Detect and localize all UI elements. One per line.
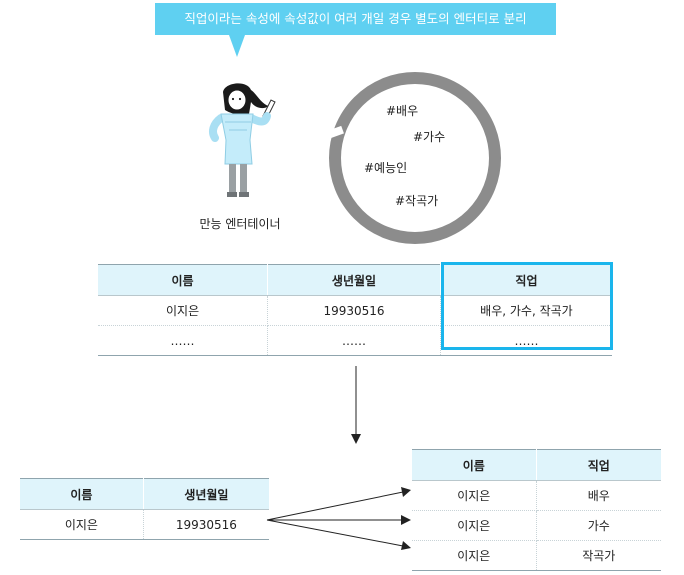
cell-name: 이지은 <box>20 509 144 540</box>
header-job: 직업 <box>440 264 612 296</box>
cell-name: 이지은 <box>412 480 537 511</box>
cell-birthdate: 19930516 <box>143 509 269 540</box>
tag-composer: #작곡가 <box>395 194 439 208</box>
callout-tail <box>229 35 245 57</box>
tag-singer: #가수 <box>413 130 446 144</box>
table-row: …… …… …… <box>98 325 612 356</box>
table-row: 이지은 작곡가 <box>412 540 661 571</box>
job-ring <box>328 72 501 244</box>
cell-job: 배우, 가수, 작곡가 <box>440 295 612 326</box>
relation-arrows <box>266 487 411 550</box>
table-row: 이지은 19930516 <box>20 509 269 540</box>
cell-job: 가수 <box>536 510 661 541</box>
cell-job: 작곡가 <box>536 540 661 571</box>
person-table: 이름 생년월일 이지은 19930516 <box>20 478 269 540</box>
tag-actor: #배우 <box>386 104 419 118</box>
job-table: 이름 직업 이지은 배우 이지은 가수 이지은 작곡가 <box>412 449 661 571</box>
cell-ellipsis: …… <box>267 325 441 356</box>
cell-name: 이지은 <box>412 510 537 541</box>
tag-entertainer: #예능인 <box>364 161 408 175</box>
cell-name: 이지은 <box>412 540 537 571</box>
header-name: 이름 <box>20 478 144 510</box>
cell-birthdate: 19930516 <box>267 295 441 326</box>
table-row: 이지은 19930516 배우, 가수, 작곡가 <box>98 295 612 326</box>
entertainer-illustration <box>209 83 276 197</box>
table-row: 이지은 가수 <box>412 510 661 541</box>
cell-name: 이지은 <box>98 295 269 326</box>
header-name: 이름 <box>412 449 537 481</box>
person-caption: 만능 엔터테이너 <box>199 217 281 231</box>
header-birthdate: 생년월일 <box>143 478 269 510</box>
job-column-highlight <box>441 262 613 350</box>
cell-job: 배우 <box>536 480 661 511</box>
unnormalized-table: 이름 생년월일 직업 이지은 19930516 배우, 가수, 작곡가 …… …… <box>98 264 612 356</box>
table-row: 이지은 배우 <box>412 480 661 511</box>
cell-ellipsis: …… <box>98 325 269 356</box>
header-name: 이름 <box>98 264 269 296</box>
down-arrow-icon <box>351 366 361 444</box>
callout-bubble: 직업이라는 속성에 속성값이 여러 개일 경우 별도의 엔터티로 분리 <box>155 3 556 35</box>
header-job: 직업 <box>536 449 661 481</box>
cell-ellipsis: …… <box>440 325 612 356</box>
header-birthdate: 생년월일 <box>267 264 441 296</box>
